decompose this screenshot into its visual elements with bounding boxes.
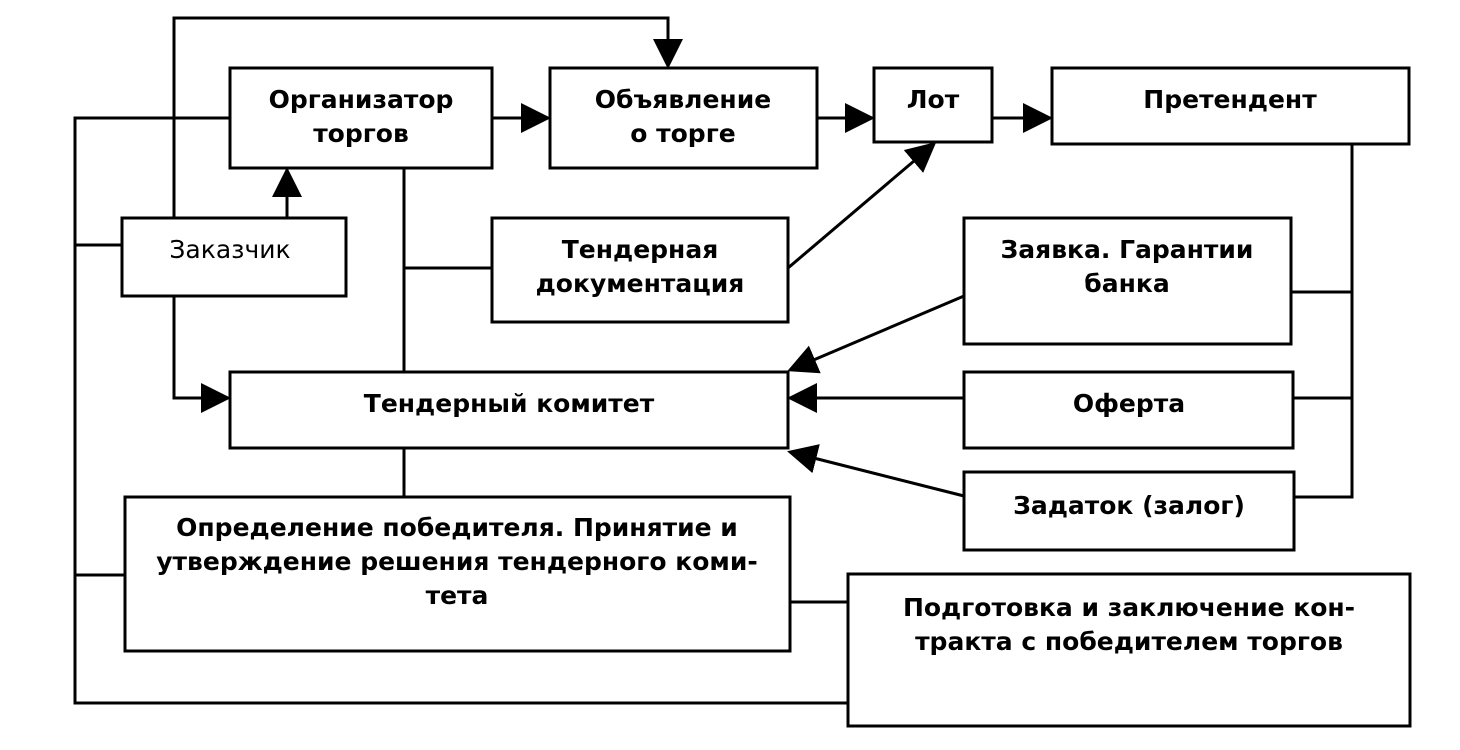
box-text-line: Задаток (залог)	[1013, 491, 1245, 520]
box-application: Заявка. Гарантии банка	[962, 216, 1293, 346]
box-text-line: Тендерный комитет	[364, 389, 655, 418]
box-text-line: тракта с победителем торгов	[915, 627, 1343, 656]
line-applicant-right-bus	[1294, 144, 1354, 499]
box-application-label: Заявка. Гарантии банка	[1001, 235, 1254, 298]
box-text-line: Организатор	[269, 85, 454, 114]
box-text-line: банка	[1084, 269, 1169, 298]
box-text-line: утверждение решения тендерного коми-	[156, 547, 757, 576]
line-left-bus	[73, 116, 848, 705]
box-offer-label: Оферта	[1073, 389, 1185, 418]
box-tender-docs-label: Тендерная документация	[536, 235, 745, 298]
box-text-line: Лот	[907, 85, 960, 114]
line-tender-docs-to-lot	[787, 142, 937, 270]
box-lot: Лот	[872, 66, 994, 144]
box-contract: Подготовка и заключение кон-тракта с поб…	[846, 572, 1412, 728]
box-text-line: Оферта	[1073, 389, 1185, 418]
box-applicant: Претендент	[1050, 66, 1411, 146]
box-tender-docs: Тендерная документация	[490, 216, 790, 324]
box-lot-label: Лот	[907, 85, 960, 114]
box-text-line: Тендерная	[562, 235, 719, 264]
box-committee: Тендерный комитет	[228, 370, 790, 450]
box-contract-label: Подготовка и заключение кон-тракта с поб…	[903, 593, 1355, 656]
box-offer: Оферта	[962, 370, 1295, 450]
box-organizer-label: Организатор торгов	[269, 85, 454, 148]
line-deposit-to-committee	[787, 444, 965, 498]
box-announcement: Объявление о торге	[548, 66, 819, 170]
connectors	[73, 16, 1354, 705]
box-committee-label: Тендерный комитет	[364, 389, 655, 418]
box-text-line: Претендент	[1143, 85, 1317, 114]
box-text-line: Объявление	[595, 85, 771, 114]
line-application-to-committee	[787, 294, 965, 374]
line-customer-to-committee	[172, 296, 231, 413]
box-text-line: Заявка. Гарантии	[1001, 235, 1254, 264]
box-text-line: торгов	[313, 119, 409, 148]
box-customer: Заказчик	[120, 216, 348, 298]
box-deposit-label: Задаток (залог)	[1013, 491, 1245, 520]
box-text-line: Определение победителя. Принятие и	[176, 513, 738, 542]
box-customer-label: Заказчик	[169, 235, 290, 264]
box-text-line: Заказчик	[169, 235, 290, 264]
box-deposit: Задаток (залог)	[962, 470, 1296, 552]
box-winner: Определение победителя. Принятие и утверж…	[123, 495, 792, 653]
box-text-line: тета	[426, 581, 489, 610]
box-organizer: Организатор торгов	[228, 66, 494, 170]
box-announcement-label: Объявление о торге	[595, 85, 771, 148]
box-text-line: о торге	[630, 119, 735, 148]
box-applicant-label: Претендент	[1143, 85, 1317, 114]
box-text-line: документация	[536, 269, 745, 298]
box-text-line: Подготовка и заключение кон-	[903, 593, 1355, 622]
box-winner-label: Определение победителя. Принятие и утверж…	[156, 513, 757, 610]
